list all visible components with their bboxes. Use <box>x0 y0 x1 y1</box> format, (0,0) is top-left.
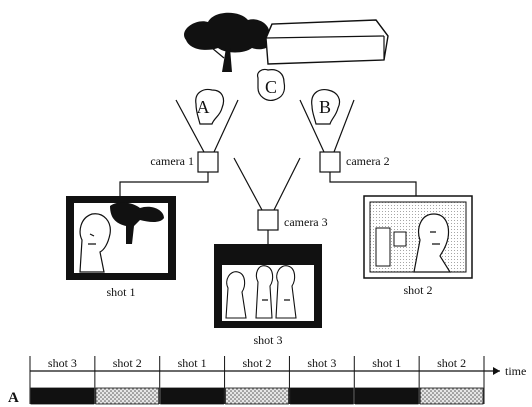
timeline-segment-bar <box>31 388 94 404</box>
timeline-segment-bar <box>355 388 418 404</box>
camera-1: camera 1 <box>120 100 238 196</box>
timeline-segment-bar <box>161 388 224 404</box>
camera-3-label: camera 3 <box>284 215 328 229</box>
timeline-segment-label: shot 1 <box>372 356 401 370</box>
timeline-segment-bar <box>290 388 353 404</box>
camera-3: camera 3 <box>234 158 328 244</box>
timeline-segment-label: shot 2 <box>437 356 466 370</box>
house-icon <box>266 20 388 64</box>
camera-2-label: camera 2 <box>346 154 390 168</box>
time-arrow-icon <box>493 367 500 375</box>
timeline-segment-label: shot 1 <box>178 356 207 370</box>
timeline-segment-bar <box>226 388 289 404</box>
timeline-segment-label: shot 2 <box>113 356 142 370</box>
timeline-segment-label: shot 3 <box>307 356 336 370</box>
shot-1-label: shot 1 <box>106 285 135 299</box>
actor-b-head: B <box>312 90 340 124</box>
actor-a-head: A <box>196 90 224 124</box>
timeline-segments: shot 3 shot 2 shot 1 shot 2 shot 3 shot 1 shot… <box>30 356 484 404</box>
tree-icon <box>184 13 269 72</box>
timeline-segment-label: shot 3 <box>48 356 77 370</box>
timeline-segment-label: shot 2 <box>242 356 271 370</box>
actor-c-head: C <box>258 69 285 100</box>
timeline-axis-label: time <box>505 364 526 378</box>
camera-2: camera 2 <box>300 100 416 196</box>
shot-2-label: shot 2 <box>403 283 432 297</box>
camera-1-label: camera 1 <box>150 154 194 168</box>
actor-b-label: B <box>319 97 331 117</box>
timeline-segment-bar <box>420 388 483 404</box>
shot-3-monitor: shot 3 <box>214 244 322 347</box>
shot-3-label: shot 3 <box>253 333 282 347</box>
actor-c-label: C <box>265 77 277 97</box>
actor-a-label: A <box>197 97 210 117</box>
shot-2-monitor: shot 2 <box>364 196 472 297</box>
timeline-segment-bar <box>96 388 159 404</box>
shot-1-monitor: shot 1 <box>66 196 176 299</box>
timeline-row-label: A <box>8 390 19 406</box>
